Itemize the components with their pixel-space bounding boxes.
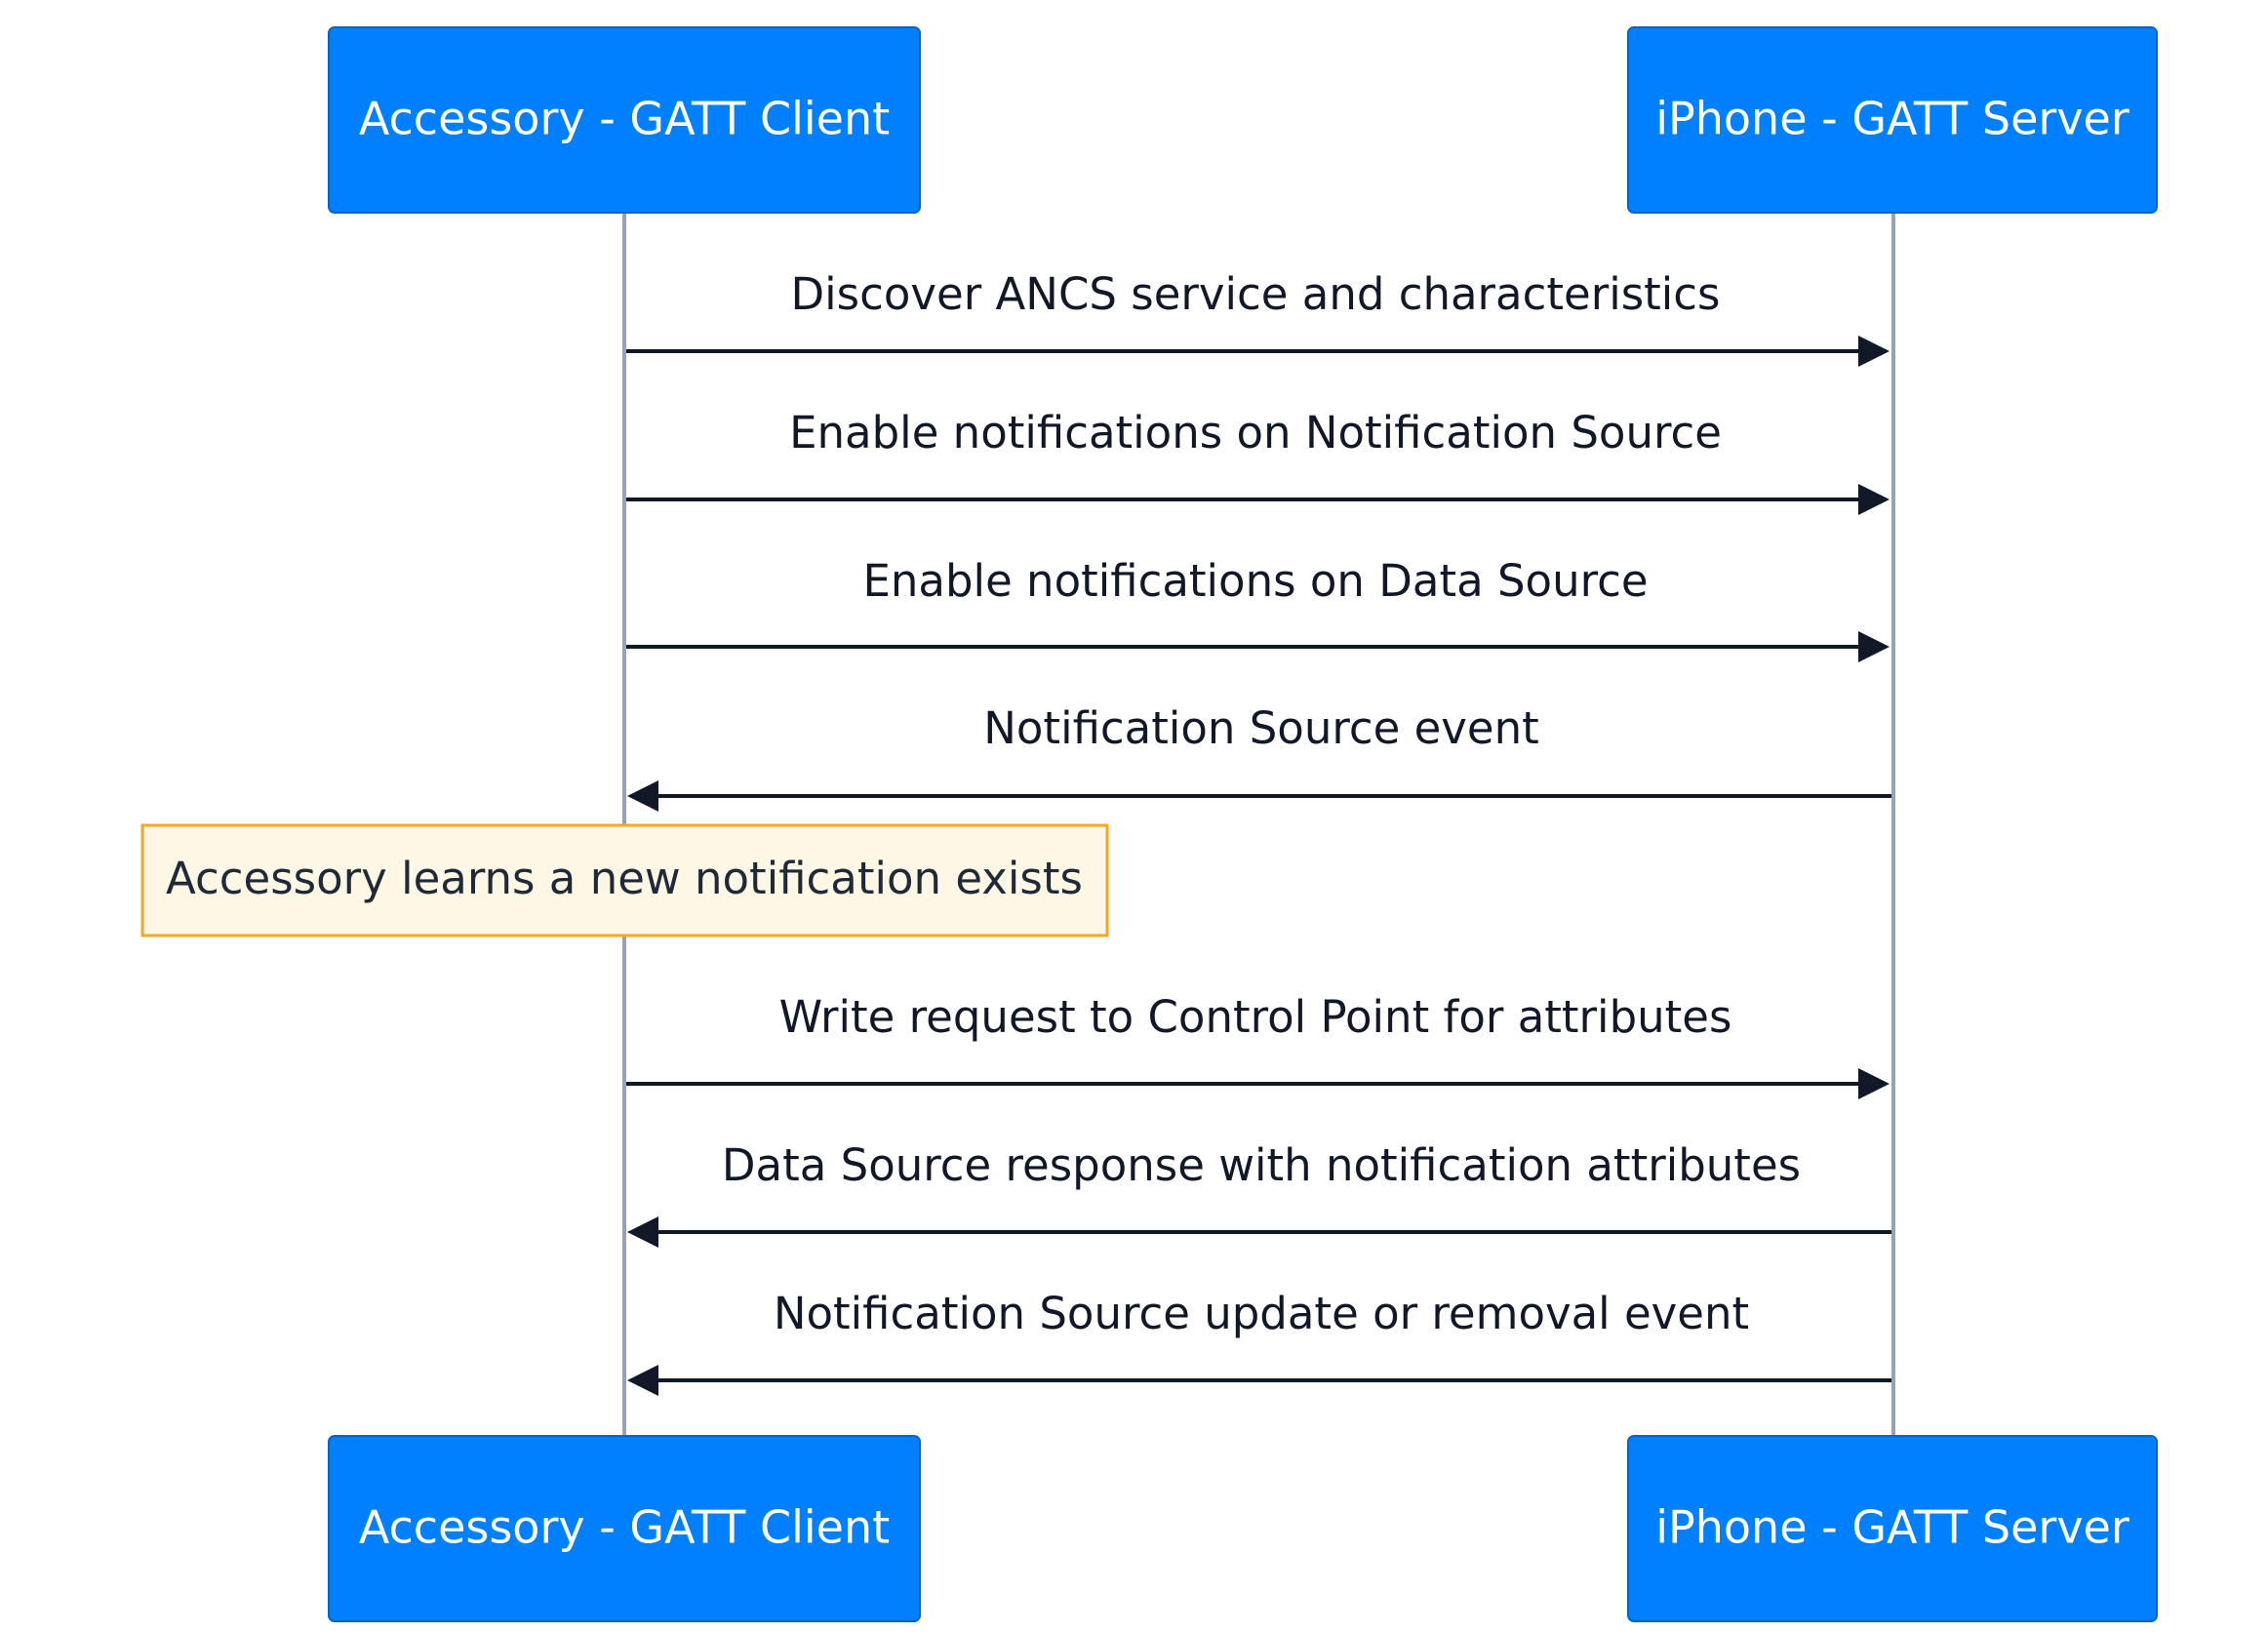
actor-bottom-server: iPhone - GATT Server (1627, 1435, 2158, 1622)
message-7: Notification Source update or removal ev… (627, 1288, 1891, 1396)
actor-top-client: Accessory - GATT Client (328, 26, 921, 214)
message-4-arrowhead (627, 780, 658, 812)
message-4-label: Notification Source event (983, 702, 1539, 754)
actor-top-server: iPhone - GATT Server (1627, 26, 2158, 214)
message-6-label: Data Source response with notification a… (722, 1139, 1801, 1191)
actor-top-server-label: iPhone - GATT Server (1655, 93, 2129, 145)
message-1-label: Discover ANCS service and characteristic… (791, 268, 1721, 320)
message-2: Enable notifications on Notification Sou… (626, 407, 1890, 515)
message-6-arrowhead (627, 1216, 658, 1248)
message-3-arrowhead (1858, 631, 1890, 662)
message-7-arrowhead (627, 1365, 658, 1396)
message-1: Discover ANCS service and characteristic… (626, 268, 1890, 367)
note-client-label: Accessory learns a new notification exis… (166, 853, 1083, 904)
note-client: Accessory learns a new notification exis… (140, 823, 1109, 937)
message-7-label: Notification Source update or removal ev… (774, 1288, 1749, 1339)
message-2-arrowhead (1858, 484, 1890, 515)
message-4: Notification Source event (627, 702, 1891, 812)
message-6: Data Source response with notification a… (627, 1139, 1891, 1248)
message-3-label: Enable notifications on Data Source (862, 555, 1648, 607)
actor-bottom-client: Accessory - GATT Client (328, 1435, 921, 1622)
message-1-arrowhead (1858, 336, 1890, 367)
actor-bottom-server-label: iPhone - GATT Server (1655, 1501, 2129, 1554)
message-3: Enable notifications on Data Source (626, 555, 1890, 662)
actor-bottom-client-label: Accessory - GATT Client (359, 1501, 890, 1554)
message-5-arrowhead (1858, 1068, 1890, 1099)
actor-top-client-label: Accessory - GATT Client (359, 93, 890, 145)
message-2-label: Enable notifications on Notification Sou… (789, 407, 1722, 458)
message-5: Write request to Control Point for attri… (626, 991, 1890, 1099)
message-5-label: Write request to Control Point for attri… (779, 991, 1732, 1043)
